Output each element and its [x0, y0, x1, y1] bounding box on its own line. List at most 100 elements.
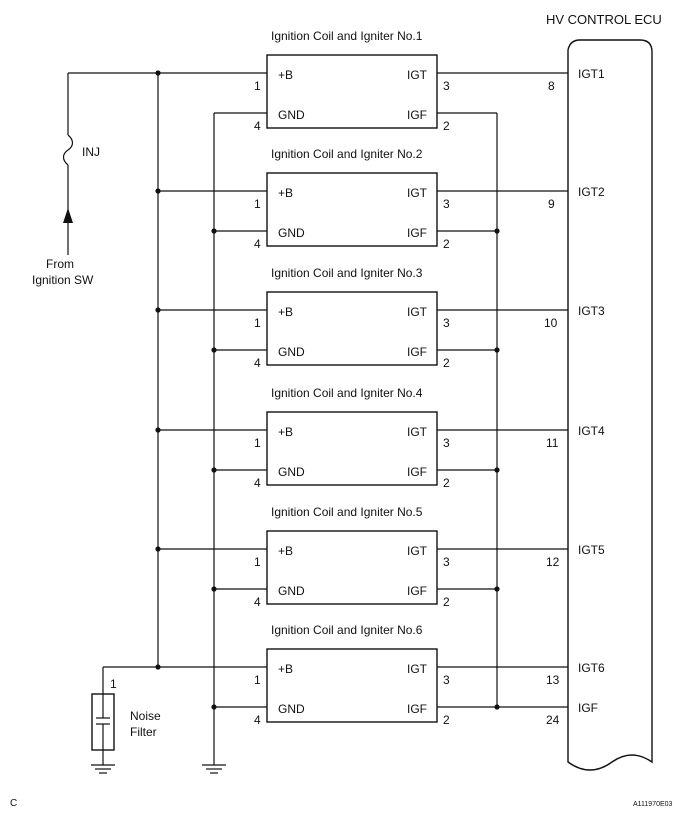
igniter-5: Ignition Coil and Igniter No.5 +B GND IG… — [155, 505, 605, 609]
igniter-box — [266, 530, 438, 605]
label-igf: IGF — [407, 226, 427, 240]
igniter-1: Ignition Coil and Igniter No.1 +B GND IG… — [155, 29, 605, 133]
ecu-terminal-igf: IGF — [578, 701, 598, 715]
label-b-plus: +B — [278, 68, 293, 82]
igniter-title: Ignition Coil and Igniter No.2 — [271, 147, 423, 161]
pin-b-plus: 1 — [254, 316, 261, 330]
igniter-title: Ignition Coil and Igniter No.4 — [271, 386, 423, 400]
pin-igt: 3 — [443, 197, 450, 211]
ecu-terminal: IGT4 — [578, 424, 605, 438]
igf-bus: 24 IGF — [437, 112, 598, 727]
ground-icon — [202, 764, 226, 774]
gnd-bus — [202, 112, 267, 774]
ecu-pin: 12 — [546, 555, 560, 569]
label-gnd: GND — [278, 702, 305, 716]
igniter-box — [266, 54, 438, 129]
noise-filter: 1 Noise Filter — [91, 677, 161, 774]
footer-right: A111970E03 — [633, 801, 673, 808]
ecu-terminal: IGT1 — [578, 67, 605, 81]
label-igt: IGT — [407, 544, 428, 558]
igniter-box — [266, 172, 438, 247]
pin-igf: 2 — [443, 595, 450, 609]
pin-igt: 3 — [443, 79, 450, 93]
ecu-terminal: IGT6 — [578, 661, 605, 675]
pin-igf: 2 — [443, 356, 450, 370]
igniter-4: Ignition Coil and Igniter No.4 +B GND IG… — [155, 386, 605, 490]
pin-b-plus: 1 — [254, 79, 261, 93]
igniter-box — [266, 648, 438, 723]
ecu-title: HV CONTROL ECU — [546, 12, 662, 27]
pin-igt: 3 — [443, 436, 450, 450]
pin-igt: 3 — [443, 316, 450, 330]
pin-igf: 2 — [443, 119, 450, 133]
fuse-icon — [62, 134, 74, 166]
ecu-terminal: IGT2 — [578, 185, 605, 199]
source-label-line1: From — [46, 257, 74, 271]
label-gnd: GND — [278, 584, 305, 598]
igniter-title: Ignition Coil and Igniter No.1 — [271, 29, 423, 43]
noise-filter-pin: 1 — [110, 677, 117, 691]
label-b-plus: +B — [278, 305, 293, 319]
ecu-pin: 9 — [548, 197, 555, 211]
pin-b-plus: 1 — [254, 673, 261, 687]
ecu-pin: 8 — [548, 79, 555, 93]
pin-igf: 2 — [443, 237, 450, 251]
noise-filter-label-line2: Filter — [130, 725, 157, 739]
ecu-pin-igf: 24 — [546, 713, 560, 727]
source-label-line2: Ignition SW — [32, 273, 94, 287]
label-igf: IGF — [407, 584, 427, 598]
ecu-pin: 11 — [546, 436, 559, 450]
hv-control-ecu: HV CONTROL ECU — [546, 12, 662, 771]
label-b-plus: +B — [278, 186, 293, 200]
label-gnd: GND — [278, 108, 305, 122]
label-igt: IGT — [407, 662, 428, 676]
igniter-title: Ignition Coil and Igniter No.3 — [271, 266, 423, 280]
pin-b-plus: 1 — [254, 436, 261, 450]
igniter-title: Ignition Coil and Igniter No.6 — [271, 623, 423, 637]
label-igf: IGF — [407, 702, 427, 716]
label-igf: IGF — [407, 108, 427, 122]
pin-gnd: 4 — [254, 595, 261, 609]
igniter-title: Ignition Coil and Igniter No.5 — [271, 505, 423, 519]
capacitor-icon — [96, 694, 110, 750]
pin-gnd: 4 — [254, 356, 261, 370]
label-gnd: GND — [278, 345, 305, 359]
igniter-box — [266, 291, 438, 366]
footer-left: C — [10, 798, 17, 809]
ecu-pin: 13 — [546, 673, 560, 687]
pin-gnd: 4 — [254, 713, 261, 727]
pin-gnd: 4 — [254, 119, 261, 133]
label-b-plus: +B — [278, 425, 293, 439]
noise-filter-label-line1: Noise — [130, 709, 161, 723]
label-igt: IGT — [407, 425, 428, 439]
ground-icon — [91, 764, 115, 774]
ignition-supply: INJ From Ignition SW — [32, 72, 267, 287]
igniter-2: Ignition Coil and Igniter No.2 +B GND IG… — [155, 147, 605, 251]
fuse-label: INJ — [82, 145, 100, 159]
pin-b-plus: 1 — [254, 197, 261, 211]
label-gnd: GND — [278, 465, 305, 479]
ecu-terminal: IGT3 — [578, 304, 605, 318]
pin-gnd: 4 — [254, 237, 261, 251]
label-igf: IGF — [407, 465, 427, 479]
igniter-3: Ignition Coil and Igniter No.3 +B GND IG… — [155, 266, 605, 370]
label-b-plus: +B — [278, 544, 293, 558]
label-igt: IGT — [407, 305, 428, 319]
ecu-terminal: IGT5 — [578, 543, 605, 557]
arrow-up-icon — [63, 208, 73, 223]
pin-igf: 2 — [443, 476, 450, 490]
pin-igt: 3 — [443, 673, 450, 687]
pin-igt: 3 — [443, 555, 450, 569]
igniter-6: Ignition Coil and Igniter No.6 +B GND IG… — [155, 623, 605, 727]
b-plus-bus — [102, 73, 267, 694]
label-igt: IGT — [407, 68, 428, 82]
pin-gnd: 4 — [254, 476, 261, 490]
label-gnd: GND — [278, 226, 305, 240]
pin-igf: 2 — [443, 713, 450, 727]
ecu-pin: 10 — [544, 316, 558, 330]
igniter-box — [266, 411, 438, 486]
label-b-plus: +B — [278, 662, 293, 676]
pin-b-plus: 1 — [254, 555, 261, 569]
label-igt: IGT — [407, 186, 428, 200]
